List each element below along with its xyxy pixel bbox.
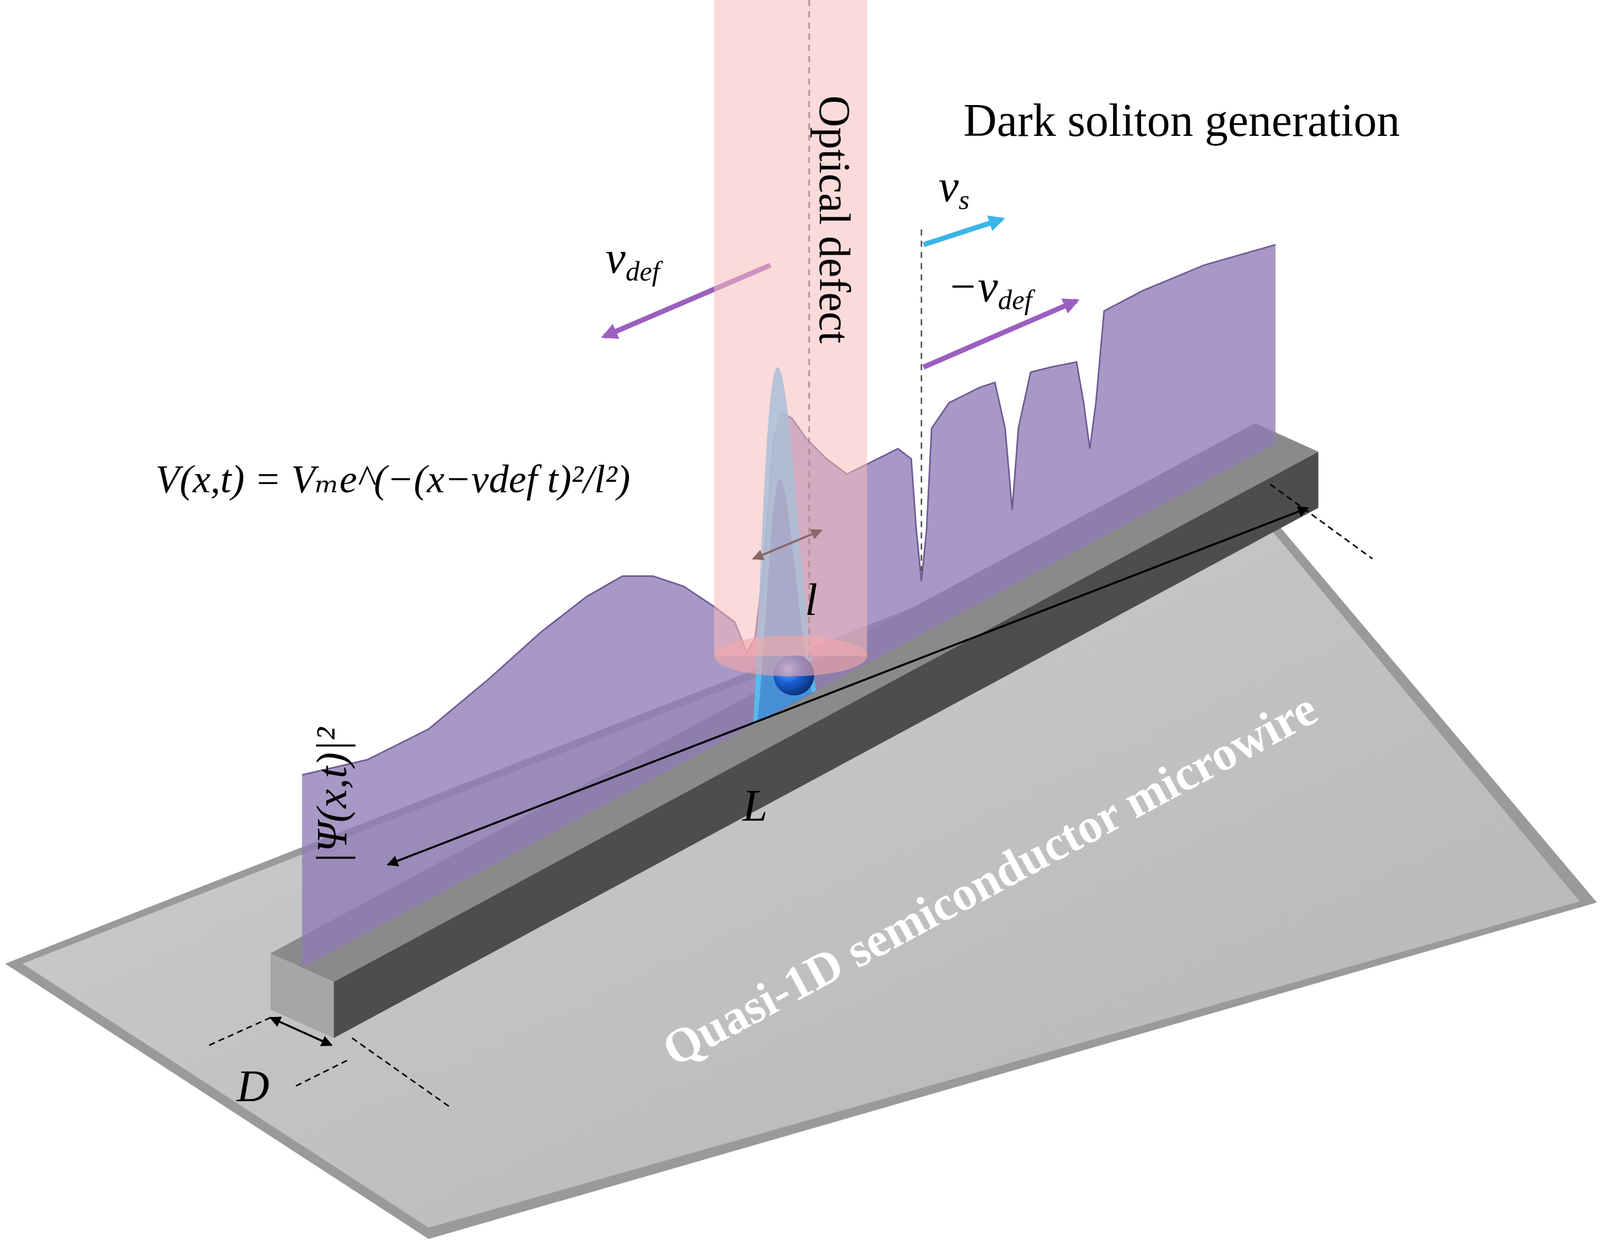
node-label: Optical defect bbox=[810, 95, 859, 344]
extension-line bbox=[1270, 484, 1373, 560]
velocity-symbol: −vdef bbox=[947, 261, 1033, 316]
velocity-symbol: vdef bbox=[605, 233, 661, 288]
figure-heading: Dark soliton generation bbox=[963, 95, 1400, 146]
velocity-symbol: vs bbox=[938, 161, 970, 216]
axis-label: |Ψ(x,t)|² bbox=[308, 727, 356, 865]
beam-footprint bbox=[714, 635, 868, 677]
extension-line bbox=[296, 1060, 348, 1087]
dimension-label: L bbox=[742, 781, 769, 831]
extension-line bbox=[352, 1038, 449, 1107]
dimension-label: l bbox=[804, 574, 818, 625]
diameter-dimension bbox=[270, 1017, 332, 1046]
soliton-axis bbox=[920, 229, 923, 572]
beam-body bbox=[714, 0, 868, 656]
extension-line bbox=[209, 1017, 271, 1046]
potential-formula: V(x,t) = Vₘe^(−(x−vdef t)²/l²) bbox=[155, 457, 630, 502]
light-beam: Optical defect bbox=[714, 0, 868, 679]
soliton-velocity-arrow bbox=[923, 219, 1002, 245]
dimension-label: D bbox=[236, 1061, 270, 1112]
